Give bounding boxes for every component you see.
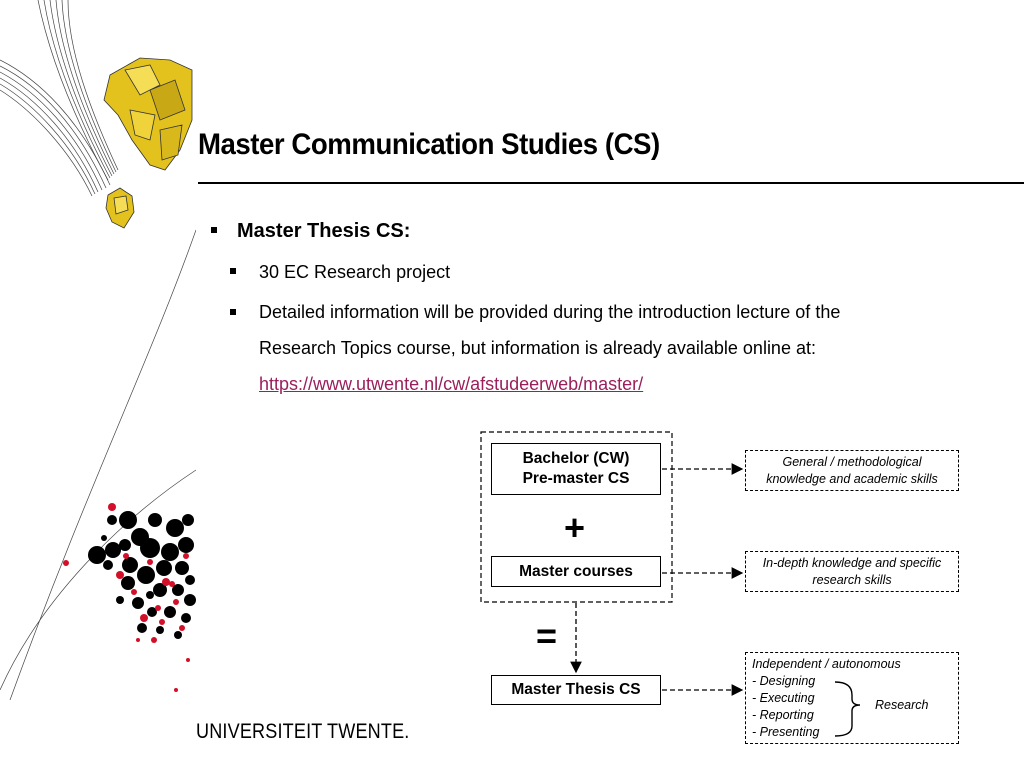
decorative-dot <box>151 637 157 643</box>
decorative-dot <box>159 619 165 625</box>
decorative-dot <box>103 560 113 570</box>
decorative-dot <box>146 591 154 599</box>
decorative-dot <box>166 519 184 537</box>
decorative-dot <box>178 537 194 553</box>
decorative-dot <box>181 613 191 623</box>
decorative-dot <box>140 538 160 558</box>
decorative-dot <box>137 623 147 633</box>
swoosh-lines <box>0 0 196 701</box>
decorative-dot <box>164 606 176 618</box>
decorative-dot <box>108 503 116 511</box>
outcome-item: - Reporting <box>752 708 814 722</box>
decorative-dot <box>136 638 140 642</box>
decorative-dot <box>121 576 135 590</box>
decorative-dot <box>174 688 178 692</box>
indepth-line2: research skills <box>812 572 892 587</box>
decorative-dot <box>183 553 189 559</box>
decorative-dot <box>162 578 170 586</box>
decorative-dot <box>153 583 167 597</box>
dot-cluster <box>63 503 196 692</box>
general-line2: knowledge and academic skills <box>766 471 938 486</box>
decorative-dot <box>127 517 133 523</box>
bullet-ec: 30 EC Research project <box>259 262 451 282</box>
decorative-dot <box>63 560 69 566</box>
decorative-dot <box>107 515 117 525</box>
master-courses-box: Master courses <box>491 556 661 587</box>
general-knowledge-box: General / methodological knowledge and a… <box>745 450 959 491</box>
research-brace <box>834 681 861 737</box>
decorative-dot <box>174 631 182 639</box>
outcome-box <box>745 652 959 744</box>
decorative-dot <box>184 594 196 606</box>
indepth-knowledge-box: In-depth knowledge and specific research… <box>745 551 959 592</box>
bullet-info-line2: Research Topics course, but information … <box>259 338 816 358</box>
decorative-dot <box>179 625 185 631</box>
outcome-item: - Executing <box>752 691 815 705</box>
master-thesis-box: Master Thesis CS <box>491 675 661 705</box>
decorative-dot <box>175 561 189 575</box>
decorative-dot <box>131 589 137 595</box>
decorative-dot <box>172 584 184 596</box>
bullet-marker <box>230 309 236 315</box>
equals-sign: = <box>536 615 558 656</box>
bullet-marker <box>211 227 217 233</box>
decorative-dot <box>169 581 175 587</box>
decorative-dot <box>156 626 164 634</box>
decorative-dot <box>173 599 179 605</box>
gold-mesh-shape <box>103 57 193 229</box>
bachelor-box: Bachelor (CW) Pre-master CS <box>491 443 661 495</box>
decorative-dot <box>101 535 107 541</box>
decorative-dot <box>88 546 106 564</box>
research-label: Research <box>875 698 929 712</box>
decorative-dot <box>123 553 129 559</box>
decorative-dot <box>137 566 155 584</box>
slide-title: Master Communication Studies (CS) <box>198 128 660 161</box>
outcome-item: - Presenting <box>752 725 820 739</box>
decorative-dot <box>161 543 179 561</box>
decorative-dot <box>155 605 161 611</box>
decorative-artwork <box>0 0 196 701</box>
decorative-dot <box>182 514 194 526</box>
bachelor-line1: Bachelor (CW) <box>522 450 630 467</box>
decorative-dot <box>147 607 157 617</box>
decorative-dot <box>148 513 162 527</box>
general-line1: General / methodological <box>782 454 922 469</box>
bullet-info-line1: Detailed information will be provided du… <box>259 302 841 322</box>
prerequisites-group-outline <box>480 431 673 603</box>
bullet-marker <box>230 268 236 274</box>
title-divider <box>198 182 1024 184</box>
decorative-dot <box>185 575 195 585</box>
decorative-dot <box>116 596 124 604</box>
university-logo: UNIVERSITEIT TWENTE. <box>196 720 410 743</box>
decorative-dot <box>132 597 144 609</box>
outcome-heading: Independent / autonomous <box>752 657 901 671</box>
decorative-dot <box>156 560 172 576</box>
bullet-main: Master Thesis CS: <box>237 220 411 242</box>
decorative-dot <box>116 571 124 579</box>
afstudeerweb-link[interactable]: https://www.utwente.nl/cw/afstudeerweb/m… <box>259 374 644 394</box>
outcome-item: - Designing <box>752 674 816 688</box>
decorative-dot <box>140 614 148 622</box>
decorative-dot <box>186 658 190 662</box>
indepth-line1: In-depth knowledge and specific <box>762 555 942 570</box>
decorative-dot <box>122 557 138 573</box>
decorative-dot <box>105 542 121 558</box>
decorative-dot <box>119 539 131 551</box>
decorative-dot <box>147 559 153 565</box>
bachelor-line2: Pre-master CS <box>522 470 630 487</box>
plus-sign: + <box>564 507 586 548</box>
